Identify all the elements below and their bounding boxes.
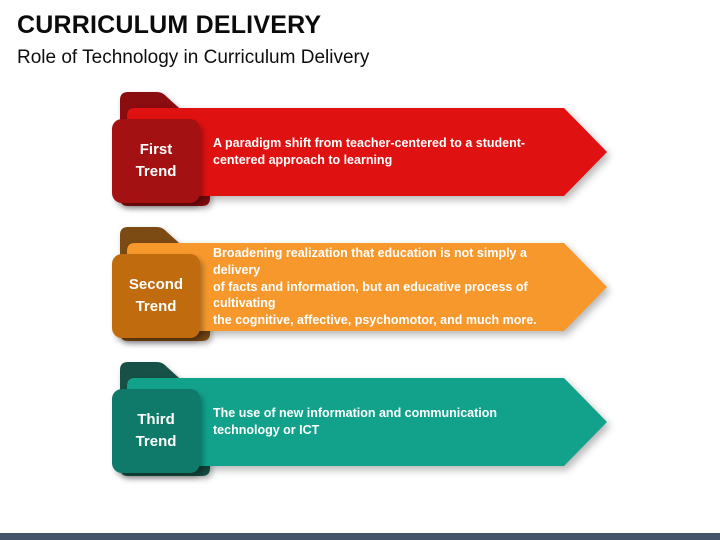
trend-label: Third Trend — [135, 411, 177, 450]
trend-row-second: Second Trend Broadening realization that… — [105, 225, 625, 349]
trend-description: Broadening realization that education is… — [213, 245, 537, 328]
trend-label-card: First Trend — [112, 119, 200, 203]
trend-row-first: First Trend A paradigm shift from teache… — [105, 90, 625, 214]
trend-description: A paradigm shift from teacher-centered t… — [213, 136, 526, 167]
slide-subtitle: Role of Technology in Curriculum Deliver… — [17, 47, 370, 68]
trend-label: First Trend — [135, 141, 177, 180]
trend-row-third: Third Trend The use of new information a… — [105, 360, 625, 484]
trend-description: The use of new information and communica… — [213, 406, 498, 437]
trend-arrow-banner — [127, 243, 607, 331]
trend-arrow-banner — [127, 378, 607, 466]
footer-accent-bar — [0, 533, 720, 540]
trend-label-card: Second Trend — [112, 254, 200, 338]
trend-label-card: Third Trend — [112, 389, 200, 473]
trend-label: Second Trend — [128, 276, 184, 315]
trend-arrow-banner — [127, 108, 607, 196]
slide-title: CURRICULUM DELIVERY — [17, 11, 322, 39]
